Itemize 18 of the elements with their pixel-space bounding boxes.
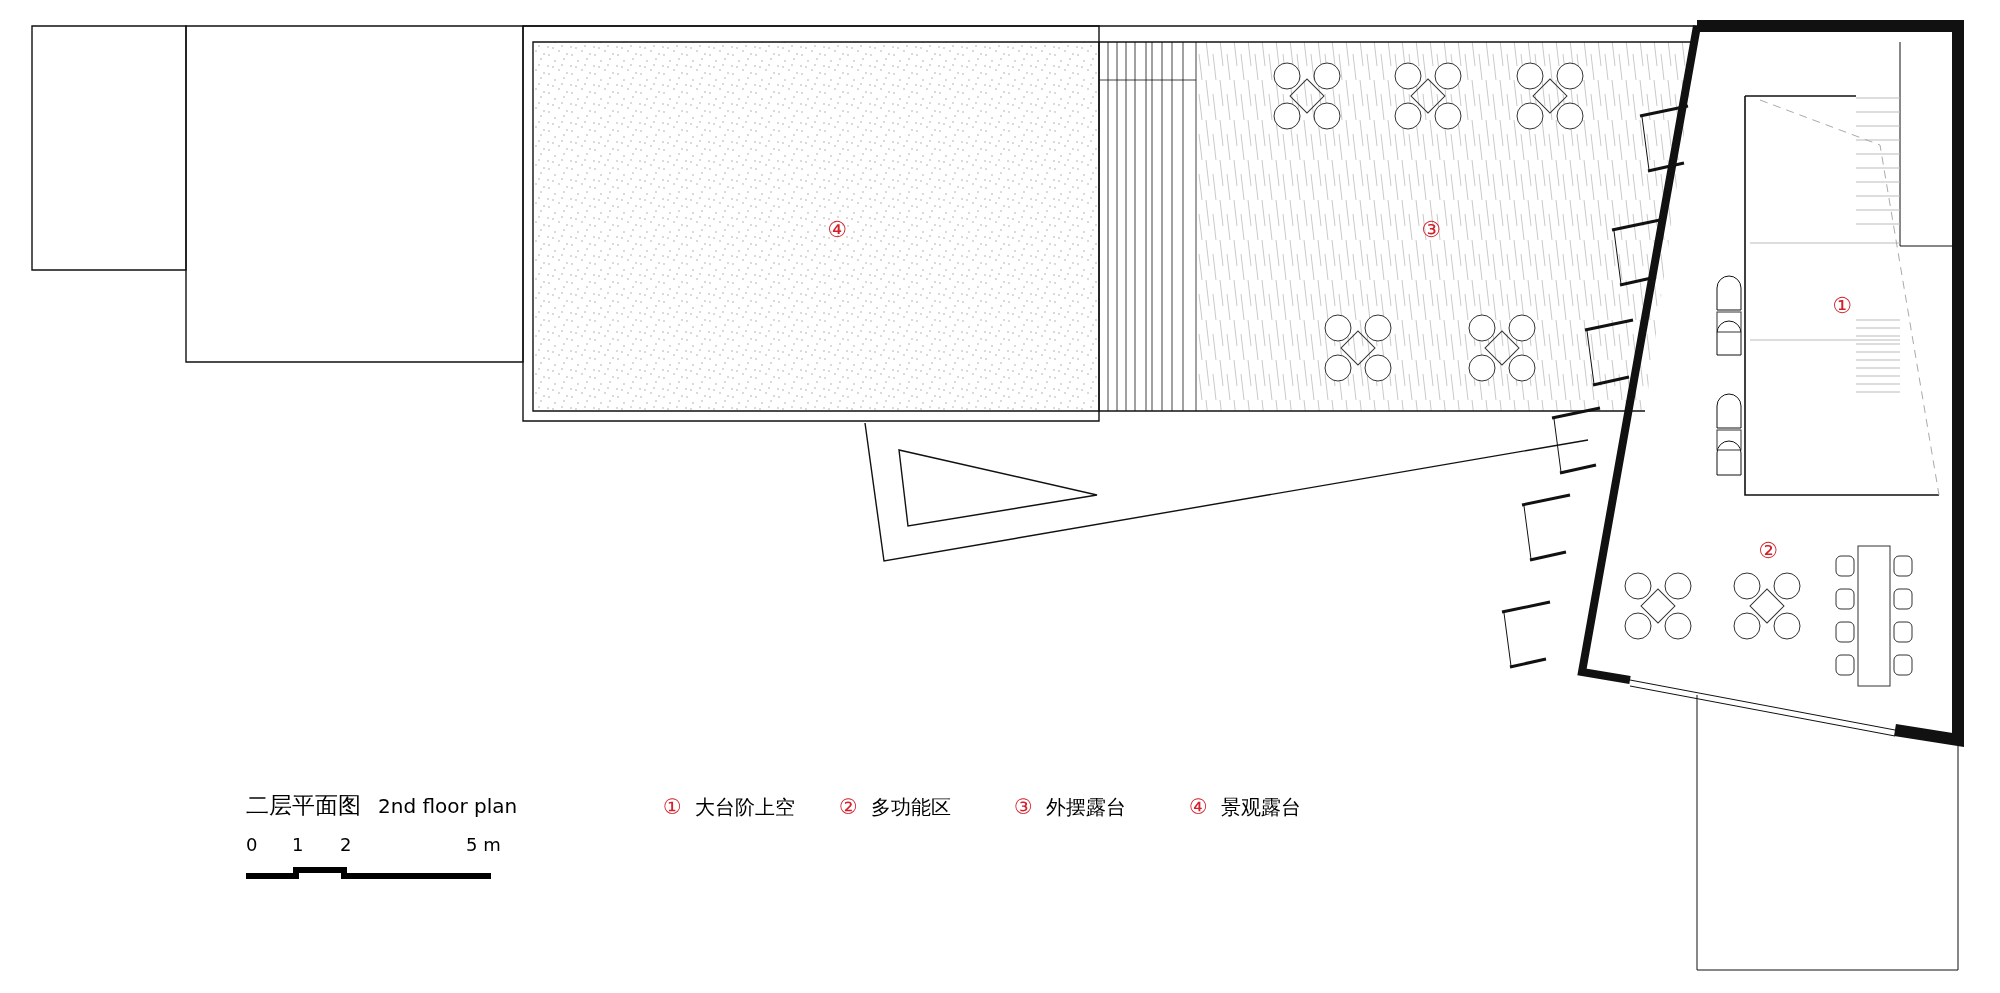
legend-text: 大台阶上空 [695, 797, 795, 817]
legend-text: 外摆露台 [1046, 797, 1126, 817]
scale-label: 1 [292, 836, 304, 854]
legend-text: 景观露台 [1221, 797, 1301, 817]
scale-label: 5 m [466, 836, 501, 854]
title: 二层平面图 [246, 794, 361, 817]
legend-number: ④ [1189, 797, 1208, 818]
subtitle: 2nd floor plan [378, 796, 518, 816]
scale-label: 0 [246, 836, 258, 854]
callout-number: ④ [827, 219, 847, 241]
callout-number: ① [1832, 295, 1852, 317]
legend-text: 多功能区 [871, 797, 951, 817]
legend-number: ③ [1014, 797, 1033, 818]
callout-number: ③ [1421, 219, 1441, 241]
callout-number: ② [1758, 540, 1778, 562]
legend-number: ① [663, 797, 682, 818]
legend-number: ② [839, 797, 858, 818]
scale-label: 2 [340, 836, 352, 854]
